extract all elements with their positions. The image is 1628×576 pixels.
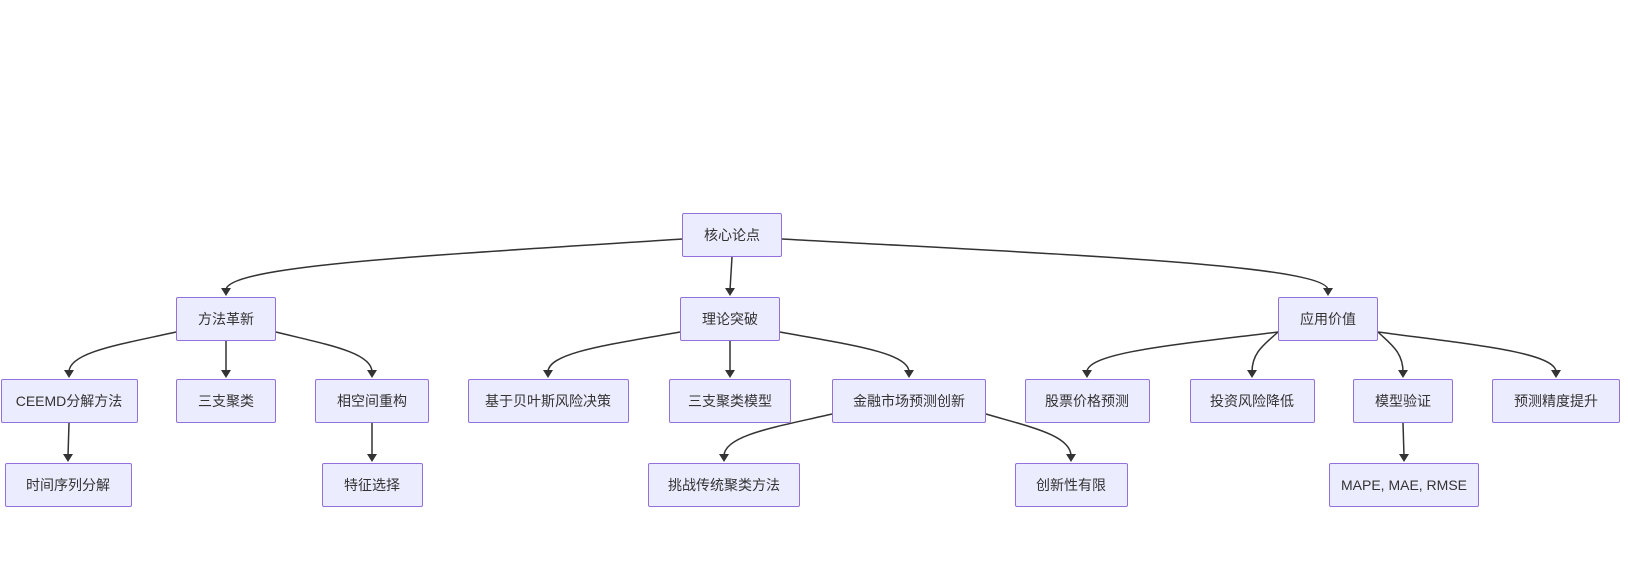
node-three-way-clustering: 三支聚类 <box>176 379 276 423</box>
arrowhead-icon <box>1398 370 1408 378</box>
edge-model-validation--evaluation-metrics <box>1402 422 1405 457</box>
arrowhead-icon <box>543 370 553 378</box>
arrowhead-icon <box>1082 370 1092 378</box>
edge-method-innovation--phase-space-reconstruction <box>275 331 373 373</box>
edge-financial-market-forecast-innovation--limited-innovation <box>985 413 1072 457</box>
arrowhead-icon <box>1399 454 1409 462</box>
node-core-thesis: 核心论点 <box>682 213 782 257</box>
edge-ceemd-decomposition--time-series-decomposition <box>67 422 70 457</box>
arrowhead-icon <box>63 454 73 462</box>
node-prediction-accuracy-improvement: 预测精度提升 <box>1492 379 1620 423</box>
arrowhead-icon <box>725 288 735 296</box>
edge-application-value--model-validation <box>1377 331 1404 373</box>
edge-application-value--stock-price-prediction <box>1086 331 1279 373</box>
arrowhead-icon <box>1323 288 1333 296</box>
arrowhead-icon <box>725 370 735 378</box>
node-stock-price-prediction: 股票价格预测 <box>1024 379 1150 423</box>
node-ceemd-decomposition: CEEMD分解方法 <box>0 379 138 423</box>
node-theory-breakthrough: 理论突破 <box>680 297 780 341</box>
arrowhead-icon <box>1551 370 1561 378</box>
arrowhead-icon <box>1066 454 1076 462</box>
edge-core-thesis--theory-breakthrough <box>729 256 733 291</box>
node-time-series-decomposition: 时间序列分解 <box>4 463 132 507</box>
arrowhead-icon <box>719 454 729 462</box>
node-phase-space-reconstruction: 相空间重构 <box>315 379 429 423</box>
edge-financial-market-forecast-innovation--challenge-traditional-clustering <box>723 413 833 457</box>
arrowhead-icon <box>904 370 914 378</box>
edge-application-value--investment-risk-reduction <box>1251 331 1279 373</box>
arrowhead-icon <box>221 370 231 378</box>
edge-core-thesis--application-value <box>781 238 1329 291</box>
node-three-way-clustering-model: 三支聚类模型 <box>669 379 791 423</box>
edge-core-thesis--method-innovation <box>225 238 683 291</box>
node-model-validation: 模型验证 <box>1353 379 1453 423</box>
node-financial-market-forecast-innovation: 金融市场预测创新 <box>832 379 986 423</box>
node-limited-innovation: 创新性有限 <box>1014 463 1128 507</box>
edge-theory-breakthrough--financial-market-forecast-innovation <box>779 331 910 373</box>
edge-application-value--prediction-accuracy-improvement <box>1377 331 1557 373</box>
arrowhead-icon <box>367 454 377 462</box>
arrowhead-icon <box>64 370 74 378</box>
node-feature-selection: 特征选择 <box>321 463 423 507</box>
node-investment-risk-reduction: 投资风险降低 <box>1189 379 1315 423</box>
arrowhead-icon <box>367 370 377 378</box>
node-bayesian-risk-decision: 基于贝叶斯风险决策 <box>467 379 629 423</box>
node-application-value: 应用价值 <box>1278 297 1378 341</box>
arrowhead-icon <box>1247 370 1257 378</box>
node-evaluation-metrics: MAPE, MAE, RMSE <box>1329 463 1479 507</box>
node-method-innovation: 方法革新 <box>176 297 276 341</box>
edge-method-innovation--ceemd-decomposition <box>68 331 177 373</box>
arrowhead-icon <box>221 288 231 296</box>
node-challenge-traditional-clustering: 挑战传统聚类方法 <box>648 463 800 507</box>
edge-theory-breakthrough--bayesian-risk-decision <box>547 331 681 373</box>
